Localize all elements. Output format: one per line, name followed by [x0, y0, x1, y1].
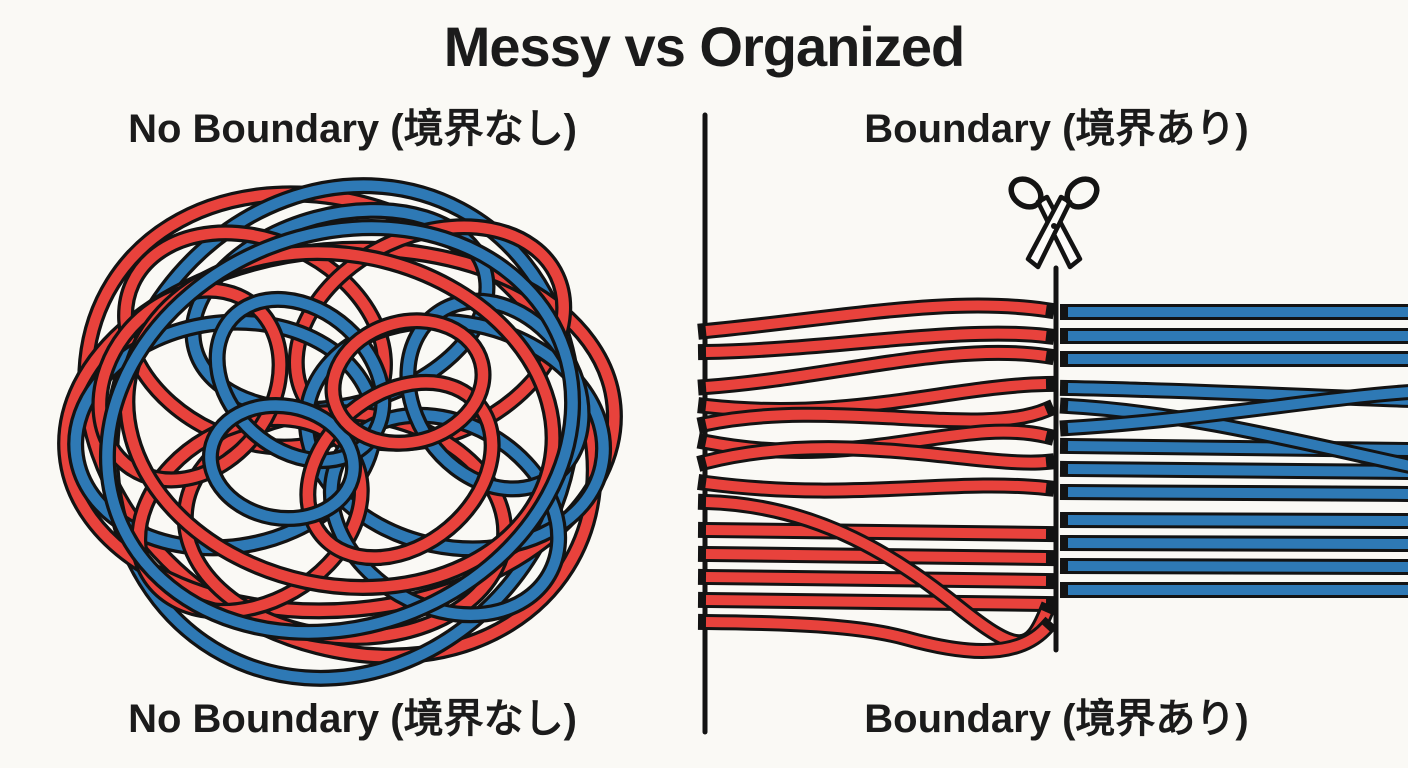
- left-panel-bottom-label: No Boundary (境界なし): [128, 697, 577, 741]
- right-panel-top-label: Boundary (境界あり): [864, 107, 1249, 151]
- right-panel-bottom-label: Boundary (境界あり): [864, 697, 1249, 741]
- page-title: Messy vs Organized: [443, 15, 965, 78]
- red-wire-bundle: [706, 306, 1046, 651]
- left-panel-top-label: No Boundary (境界なし): [128, 107, 577, 151]
- blue-wire-bundle: [1068, 312, 1408, 590]
- tangled-wires-illustration: [0, 101, 681, 760]
- scissors-icon: [1008, 176, 1100, 270]
